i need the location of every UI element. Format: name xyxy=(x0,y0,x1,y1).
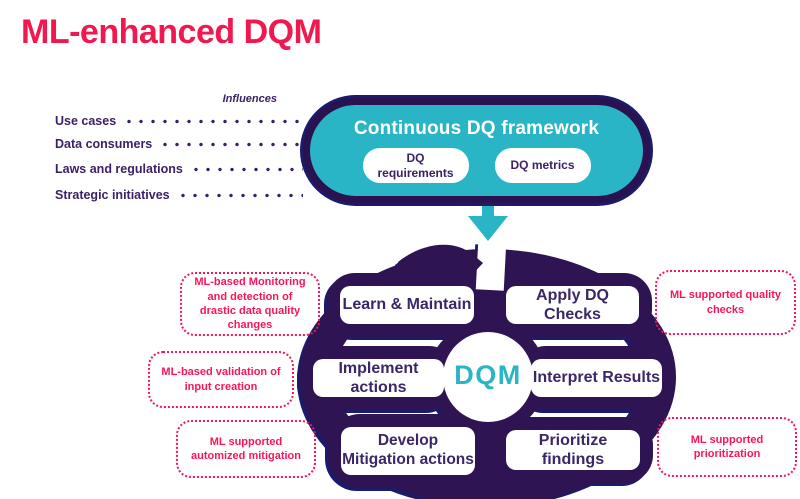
influence-label: Data consumers xyxy=(55,137,153,151)
dq-requirements-chip: DQ requirements xyxy=(362,148,469,183)
influence-row-laws-regulations: Laws and regulations xyxy=(55,161,303,177)
step-apply-dq-checks: Apply DQ Checks xyxy=(506,286,639,324)
influence-label: Strategic initiatives xyxy=(55,188,170,202)
influence-label: Use cases xyxy=(55,114,117,128)
dotted-connector xyxy=(176,192,303,198)
step-prioritize-findings: Prioritize findings xyxy=(506,430,640,470)
note-ml-automized-mitigation: ML supported automized mitigation xyxy=(176,420,316,478)
cycle-direction-arrow xyxy=(398,244,483,299)
influence-row-data-consumers: Data consumers xyxy=(55,136,303,152)
framework-chips: DQ requirements DQ metrics xyxy=(362,148,591,183)
note-ml-quality-checks: ML supported quality checks xyxy=(655,270,796,335)
dq-metrics-chip: DQ metrics xyxy=(494,148,591,183)
step-interpret-results: Interpret Results xyxy=(531,359,662,397)
step-implement-actions: Implement actions xyxy=(313,359,444,397)
page-title: ML-enhanced DQM xyxy=(21,13,322,51)
dqm-center-label: DQM xyxy=(454,360,522,390)
influences-heading: Influences xyxy=(222,93,277,105)
influence-row-strategic-initiatives: Strategic initiatives xyxy=(55,187,303,203)
continuous-dq-framework-pill: Continuous DQ framework DQ requirements … xyxy=(303,98,650,203)
step-learn-maintain: Learn & Maintain xyxy=(340,286,474,324)
step-develop-mitigation-actions: Develop Mitigation actions xyxy=(341,427,475,475)
dotted-connector xyxy=(159,141,303,147)
note-ml-prioritization: ML supported prioritization xyxy=(657,417,797,477)
down-arrow-icon xyxy=(468,198,508,241)
dotted-connector xyxy=(123,118,303,124)
influence-row-use-cases: Use cases xyxy=(55,113,303,129)
influence-label: Laws and regulations xyxy=(55,162,183,176)
framework-title: Continuous DQ framework xyxy=(353,118,600,140)
note-ml-monitoring: ML-based Monitoring and detection of dra… xyxy=(180,272,320,336)
dotted-connector xyxy=(189,166,303,172)
note-ml-validation: ML-based validation of input creation xyxy=(148,351,294,408)
cycle-entry-gap xyxy=(475,241,507,291)
hub-disc xyxy=(443,332,533,422)
